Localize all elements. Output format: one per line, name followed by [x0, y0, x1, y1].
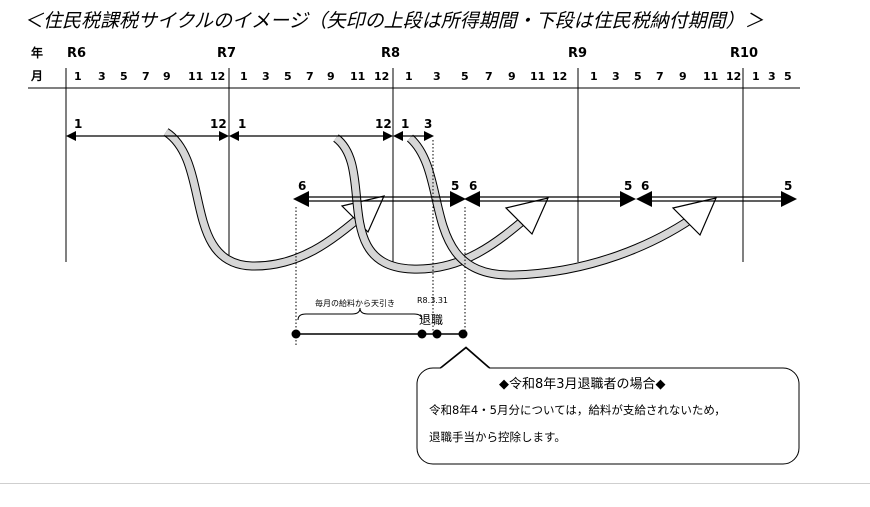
- year-label-r8: R8: [381, 46, 400, 61]
- callout-text-1: 令和8年4・5月分については，給料が支給されないため，: [429, 403, 726, 417]
- month-label: 12: [726, 70, 741, 83]
- payment-arrow: [636, 191, 797, 207]
- month-label: 3: [262, 70, 270, 83]
- callout-text-2: 退職手当から控除します。: [429, 430, 566, 444]
- income-arrow-end: 3: [424, 117, 432, 131]
- year-label-r7: R7: [217, 46, 236, 61]
- year-label-r6: R6: [67, 46, 86, 61]
- timeline-dot: [291, 329, 301, 339]
- month-label: 9: [508, 70, 516, 83]
- month-label: 9: [163, 70, 171, 83]
- payment-arrow: [293, 191, 466, 207]
- income-arrow-start: 1: [74, 117, 82, 131]
- income-arrow: [393, 131, 434, 141]
- page-title: ＜住民税課税サイクルのイメージ（矢印の上段は所得期間・下段は住民税納付期間）＞: [24, 10, 764, 32]
- income-arrow: [229, 131, 393, 141]
- month-label: 1: [405, 70, 413, 83]
- month-label: 5: [634, 70, 642, 83]
- income-arrow-start: 1: [238, 117, 246, 131]
- payment-arrow-start: 6: [298, 179, 306, 193]
- callout-title: ◆令和8年3月退職者の場合◆: [499, 377, 666, 392]
- month-label: 9: [327, 70, 335, 83]
- month-label: 1: [240, 70, 248, 83]
- transfer-arrow: [406, 134, 718, 280]
- retire-date: R8.3.31: [417, 296, 448, 305]
- payment-arrow-end: 5: [784, 179, 792, 193]
- month-label: 3: [612, 70, 620, 83]
- month-label: 11: [350, 70, 365, 83]
- month-label: 7: [656, 70, 664, 83]
- month-label: 3: [768, 70, 776, 83]
- callout-pointer-edge: [440, 347, 490, 369]
- year-label-r10: R10: [730, 46, 758, 61]
- month-label: 5: [461, 70, 469, 83]
- income-arrow-end: 12: [210, 117, 227, 131]
- payment-arrow-start: 6: [469, 179, 477, 193]
- year-axis-label: 年: [31, 45, 43, 60]
- transfer-arrow: [163, 128, 386, 271]
- retire-label: 退職: [419, 313, 443, 327]
- timeline-dot: [458, 329, 468, 339]
- month-label: 11: [188, 70, 203, 83]
- income-arrow-start: 1: [401, 117, 409, 131]
- month-label: 1: [752, 70, 760, 83]
- timeline-dot: [432, 329, 442, 339]
- month-label: 12: [374, 70, 389, 83]
- payment-arrow-end: 5: [451, 179, 459, 193]
- month-label: 5: [284, 70, 292, 83]
- callout-pointer: [439, 346, 491, 369]
- withholding-brace: [297, 307, 423, 321]
- month-axis-label: 月: [30, 69, 43, 83]
- month-label: 5: [784, 70, 792, 83]
- month-label: 1: [590, 70, 598, 83]
- month-label: 5: [120, 70, 128, 83]
- month-label: 3: [433, 70, 441, 83]
- year-label-r9: R9: [568, 46, 587, 61]
- month-label: 7: [485, 70, 493, 83]
- income-arrow: [66, 131, 229, 141]
- month-label: 1: [74, 70, 82, 83]
- timeline-dot: [417, 329, 427, 339]
- transfer-arrow: [332, 134, 550, 274]
- month-label: 12: [210, 70, 225, 83]
- payment-arrow-end: 5: [624, 179, 632, 193]
- month-label: 11: [530, 70, 545, 83]
- page-footer-rule: [0, 483, 870, 484]
- withholding-label: 毎月の給料から天引き: [315, 298, 395, 308]
- payment-arrow-start: 6: [641, 179, 649, 193]
- payment-arrow: [464, 191, 636, 207]
- month-label: 9: [679, 70, 687, 83]
- month-label: 7: [142, 70, 150, 83]
- month-label: 3: [98, 70, 106, 83]
- month-label: 12: [552, 70, 567, 83]
- month-label: 7: [306, 70, 314, 83]
- callout-box: [416, 367, 800, 465]
- month-label: 11: [703, 70, 718, 83]
- income-arrow-end: 12: [375, 117, 392, 131]
